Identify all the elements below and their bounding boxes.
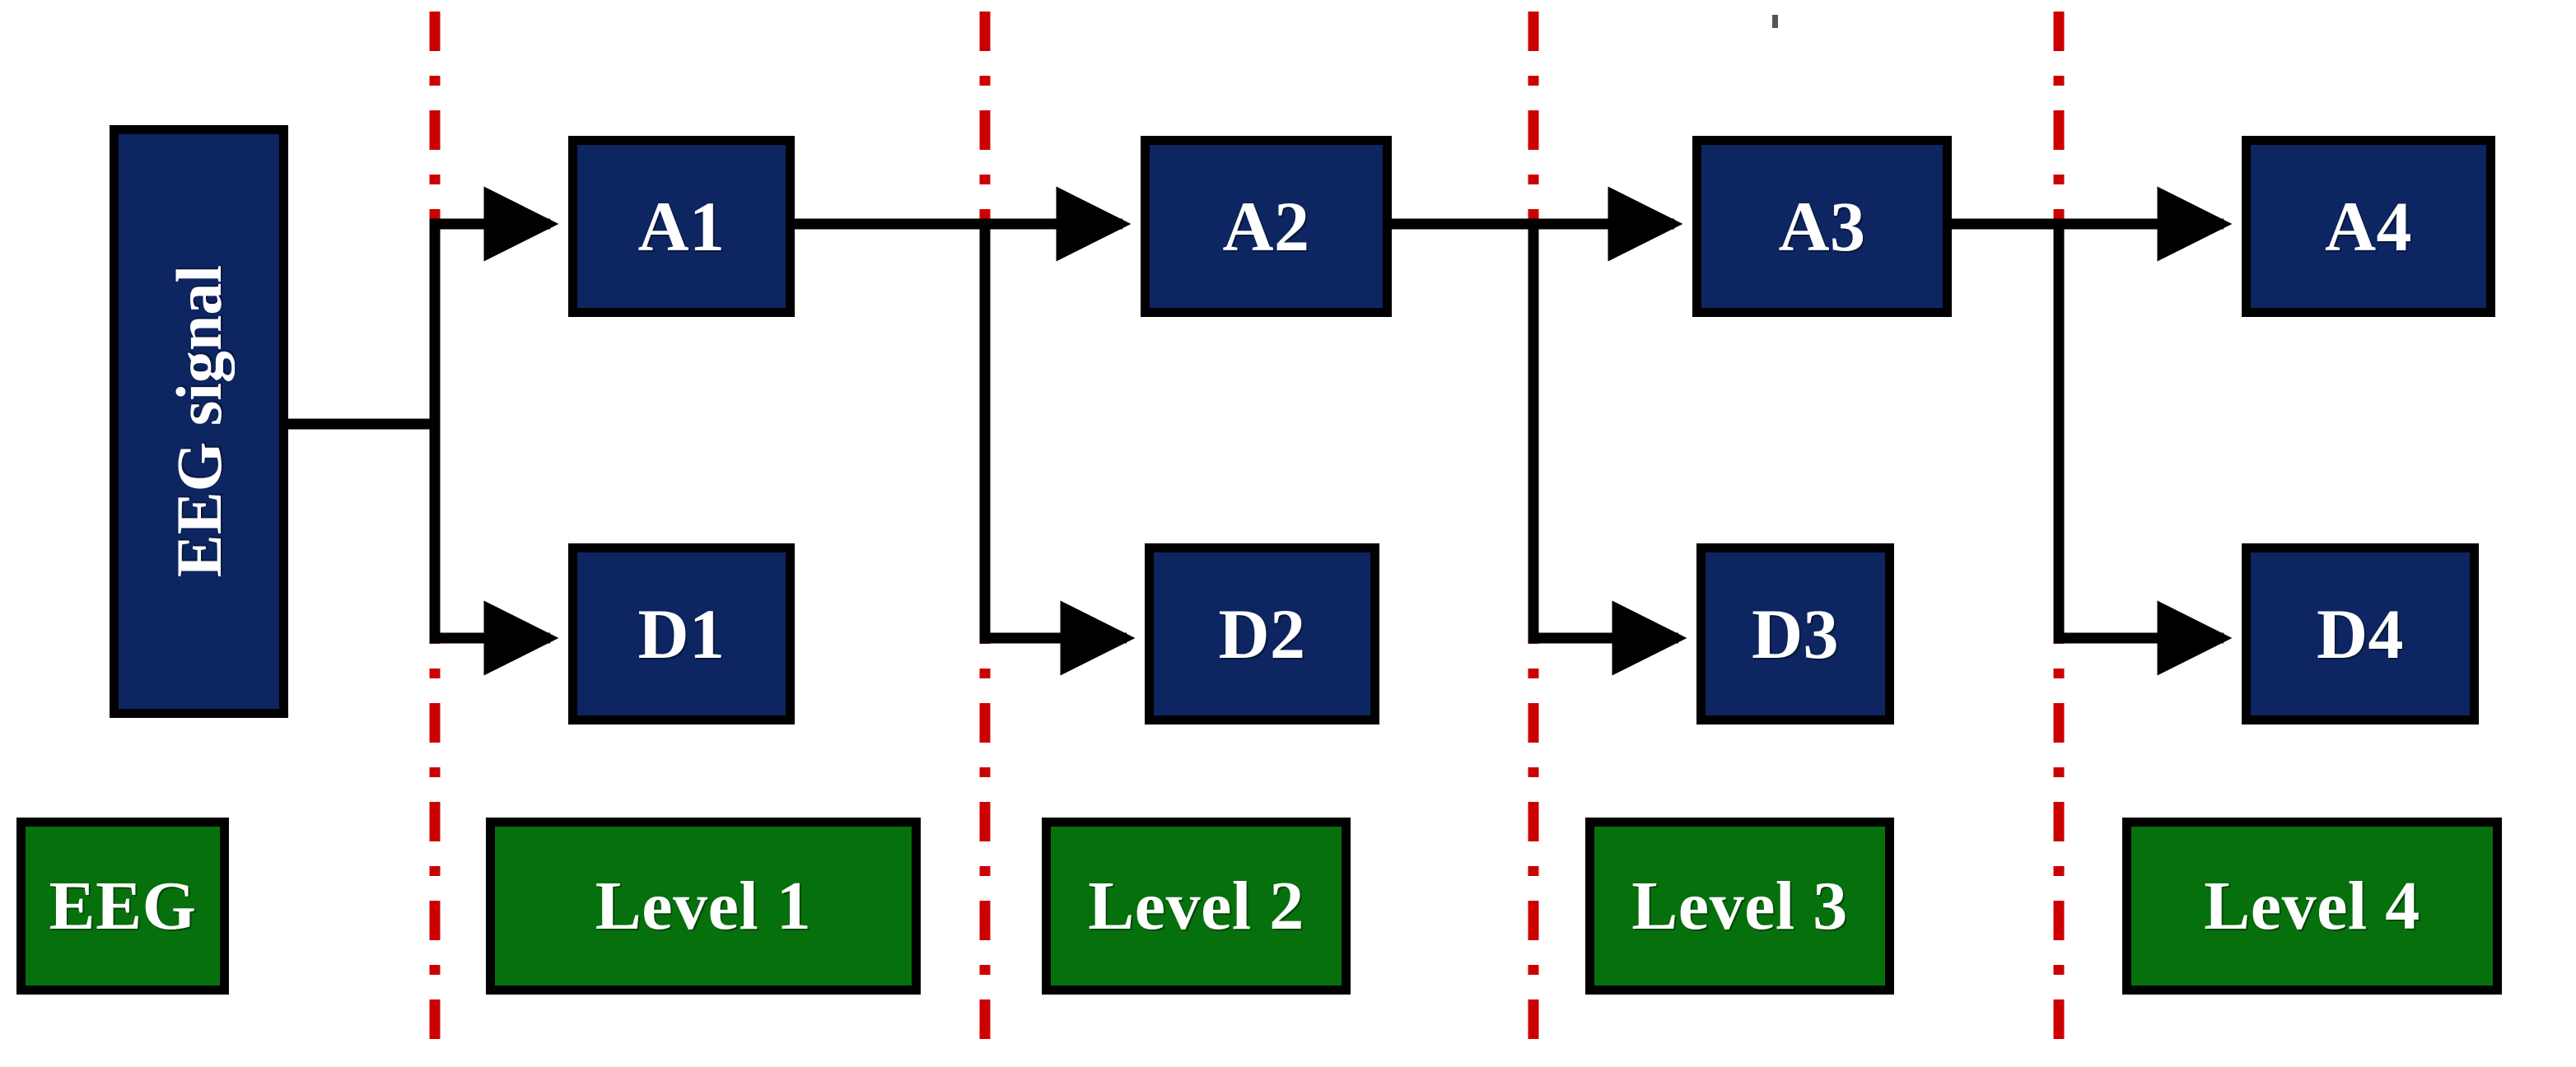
node-A3[interactable]: A3 bbox=[1692, 136, 1952, 317]
node-A1-label: A1 bbox=[637, 187, 726, 266]
level-banner-2[interactable]: Level 2 bbox=[1042, 818, 1351, 995]
level-banner-4[interactable]: Level 4 bbox=[2122, 818, 2502, 995]
node-D3-label: D3 bbox=[1751, 594, 1840, 673]
level-banner-3[interactable]: Level 3 bbox=[1585, 818, 1894, 995]
level-banner-2-label: Level 2 bbox=[1088, 867, 1304, 944]
node-A3-label: A3 bbox=[1778, 187, 1866, 266]
level-banner-eeg[interactable]: EEG bbox=[16, 818, 229, 995]
level-banner-eeg-label: EEG bbox=[49, 867, 197, 944]
level-banner-1[interactable]: Level 1 bbox=[486, 818, 921, 995]
node-A1[interactable]: A1 bbox=[568, 136, 795, 317]
eeg-signal-node[interactable]: EEG signal bbox=[110, 125, 288, 718]
node-A2[interactable]: A2 bbox=[1141, 136, 1392, 317]
eeg-signal-label: EEG signal bbox=[162, 265, 235, 578]
node-D1-label: D1 bbox=[637, 594, 726, 673]
node-D4[interactable]: D4 bbox=[2242, 543, 2479, 725]
level-banner-4-label: Level 4 bbox=[2204, 867, 2420, 944]
node-D3[interactable]: D3 bbox=[1696, 543, 1894, 725]
node-A4[interactable]: A4 bbox=[2242, 136, 2495, 317]
node-D2-label: D2 bbox=[1218, 594, 1306, 673]
level-banner-1-label: Level 1 bbox=[595, 867, 812, 944]
node-D2[interactable]: D2 bbox=[1145, 543, 1379, 725]
node-A4-label: A4 bbox=[2324, 187, 2413, 266]
node-D1[interactable]: D1 bbox=[568, 543, 795, 725]
node-D4-label: D4 bbox=[2316, 594, 2405, 673]
node-A2-label: A2 bbox=[1222, 187, 1310, 266]
level-banner-3-label: Level 3 bbox=[1631, 867, 1848, 944]
connector-group bbox=[288, 186, 2233, 676]
stray-tick-mark bbox=[1772, 15, 1778, 28]
